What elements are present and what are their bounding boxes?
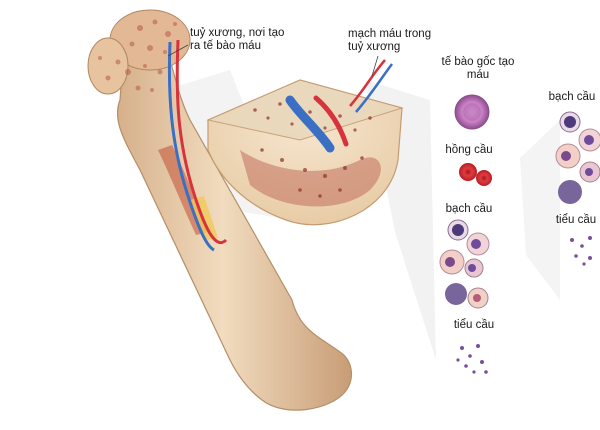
label-platelet-right-text: tiểu cầu xyxy=(555,214,597,226)
label-stem-cell-text: tế bào gốc tạo máu xyxy=(441,56,515,81)
label-white-cell: bạch cầu xyxy=(432,203,506,216)
white-blood-cells xyxy=(439,219,490,309)
cross-section-cells xyxy=(253,102,372,198)
section-vessel-in-vein xyxy=(355,63,394,113)
label-white-cell-right: bạch cầu xyxy=(544,91,600,104)
label-vessel-text: mạch máu trong tuỷ xương xyxy=(348,28,432,53)
label-red-cell: hồng cầu xyxy=(434,144,504,157)
bone-artery xyxy=(175,39,228,244)
pointer-marrow xyxy=(167,44,189,57)
bone-cross-section xyxy=(206,79,404,226)
label-white-cell-text: bạch cầu xyxy=(445,203,493,215)
label-marrow: tuỷ xương, nơi tạo ra tế bào máu xyxy=(190,27,310,53)
bone-head-marrow xyxy=(98,19,177,92)
platelets-right xyxy=(570,236,592,266)
label-vessel: mạch máu trong tuỷ xương xyxy=(348,28,452,54)
label-red-cell-text: hồng cầu xyxy=(445,144,493,156)
pointer-vessel xyxy=(371,55,379,77)
label-platelet-right: tiểu cầu xyxy=(552,214,600,227)
section-artery xyxy=(313,95,349,147)
red-blood-cells xyxy=(459,163,492,186)
section-vein xyxy=(285,95,335,153)
label-platelet: tiểu cầu xyxy=(444,319,504,332)
label-white-cell-right-text: bạch cầu xyxy=(548,91,596,103)
section-vessel-in xyxy=(349,59,386,107)
white-blood-cells-right xyxy=(555,111,600,204)
label-marrow-text: tuỷ xương, nơi tạo ra tế bào máu xyxy=(190,27,285,52)
platelets xyxy=(456,344,488,374)
bone-vein xyxy=(167,41,215,252)
label-stem-cell: tế bào gốc tạo máu xyxy=(432,56,524,82)
label-platelet-text: tiểu cầu xyxy=(453,319,495,331)
zoom-beam-3 xyxy=(520,120,560,300)
